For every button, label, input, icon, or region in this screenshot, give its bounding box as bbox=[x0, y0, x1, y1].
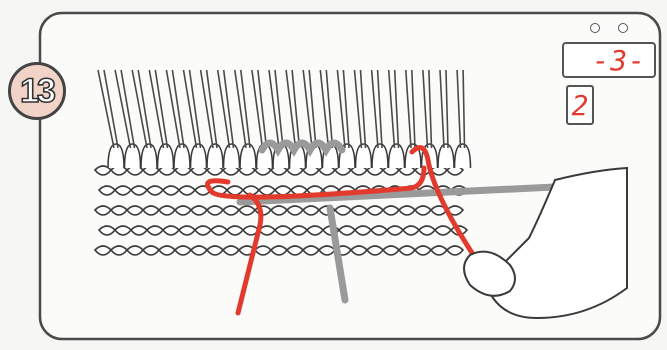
stitch-loop bbox=[125, 144, 141, 168]
stitch-loop bbox=[191, 144, 207, 168]
stitch-loop bbox=[455, 144, 471, 168]
counter-value: -3- bbox=[592, 44, 646, 77]
stitch-loop bbox=[356, 144, 372, 168]
row-display: 2 bbox=[566, 85, 594, 125]
step-number-badge: 13 bbox=[8, 62, 66, 120]
step-number: 13 bbox=[20, 72, 54, 111]
counter-display: -3- bbox=[562, 42, 656, 78]
stitch-loop bbox=[224, 144, 240, 168]
stitch-loop bbox=[389, 144, 405, 168]
stitch-loop bbox=[207, 144, 223, 168]
stitch-loop bbox=[141, 144, 157, 168]
row-value: 2 bbox=[572, 89, 589, 122]
stitch-loop bbox=[174, 144, 190, 168]
stitch-loop bbox=[158, 144, 174, 168]
stitch-loop bbox=[108, 144, 124, 168]
stitch-loop bbox=[372, 144, 388, 168]
indicator-lamp-right-icon bbox=[618, 23, 628, 33]
indicator-lamp-left-icon bbox=[590, 23, 600, 33]
stitch-loop bbox=[438, 144, 454, 168]
stitch-loop bbox=[240, 144, 256, 168]
